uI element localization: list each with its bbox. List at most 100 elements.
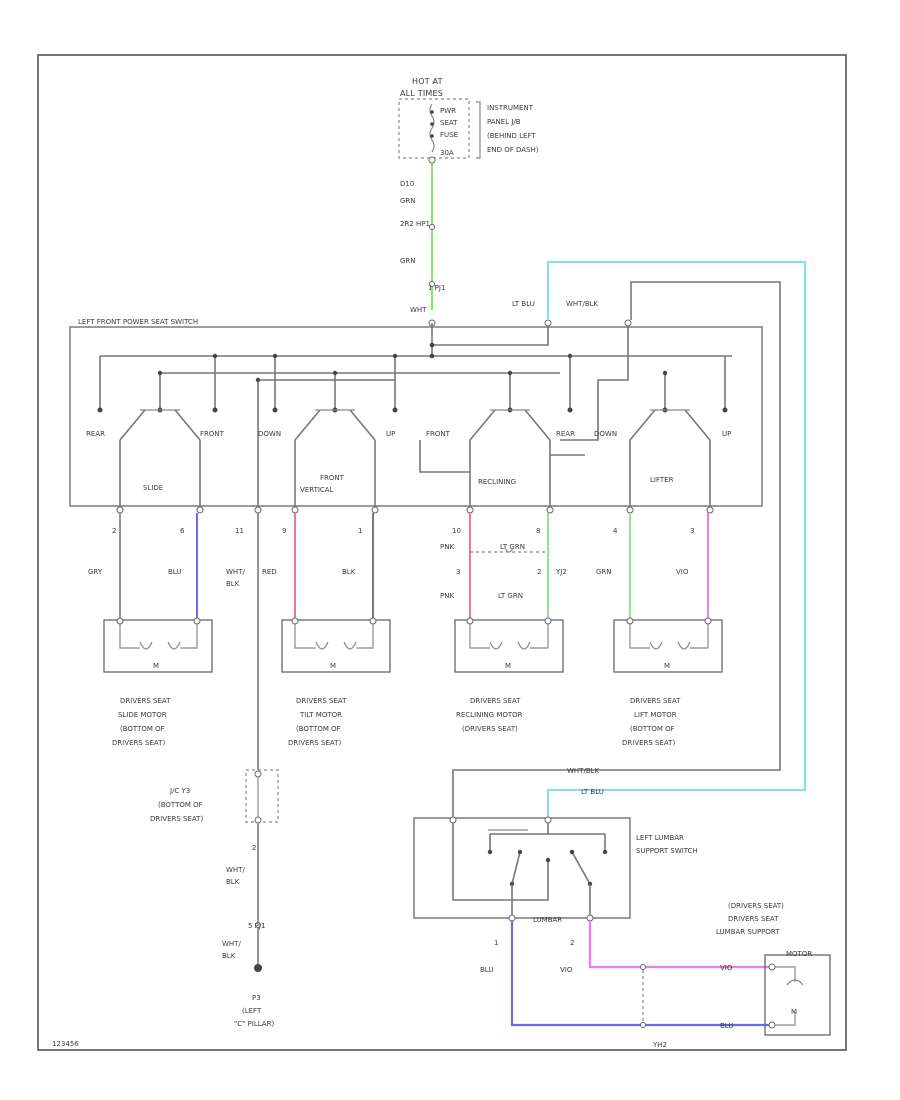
diagram-code: 123456 — [52, 1040, 79, 1048]
recl-motor-line-2: RECLINING MOTOR — [456, 711, 523, 719]
wire-grn-2: GRN — [400, 257, 416, 265]
motor-symbol-lumbar: M — [791, 1008, 797, 1016]
lumbar-motor-line-1: (DRIVERS SEAT) — [728, 902, 784, 910]
pin-d10: D10 — [400, 180, 414, 188]
lifter-name: LIFTER — [650, 476, 674, 484]
wire-ltblu-lumbar — [547, 261, 806, 818]
slide-switch: REAR FRONT SLIDE — [86, 409, 225, 510]
jb-location-3: (BEHIND LEFT — [487, 132, 536, 140]
lumbar-switch-line-1: LEFT LUMBAR — [636, 834, 684, 842]
lift-motor-line-2: LIFT MOTOR — [634, 711, 677, 719]
fuse-line-1: PWR — [440, 107, 456, 115]
connector-pj1: 1 PJ1 — [428, 284, 445, 292]
ground-wire-a-1: WHT/ — [226, 866, 245, 874]
jb-location-1: INSTRUMENT — [487, 104, 534, 112]
lift-pin-a: 4 — [613, 527, 618, 535]
lift-motor-line-1: DRIVERS SEAT — [630, 697, 681, 705]
slide-motor-line-4: DRIVERS SEAT) — [112, 739, 165, 747]
lumbar-vio-right: VIO — [720, 964, 733, 972]
slide-motor-line-3: (BOTTOM OF — [120, 725, 165, 733]
tilt-motor-line-2: TILT MOTOR — [299, 711, 342, 719]
lumbar-switch-housing — [413, 817, 631, 919]
slide-wire-a: GRY — [88, 568, 103, 576]
slide-front-label: FRONT — [200, 430, 225, 438]
jb-location-2: PANEL J/B — [487, 118, 521, 126]
lumbar-whtblk-label: WHT/BLK — [567, 767, 600, 775]
lumbar-conn: YH2 — [652, 1041, 667, 1049]
jc-line-2: (BOTTOM OF — [158, 801, 203, 809]
lifter-switch: DOWN UP LIFTER — [594, 409, 731, 510]
motor-tilt: M DRIVERS SEAT TILT MOTOR (BOTTOM OF DRI… — [281, 617, 391, 747]
lumbar-wire-blu: BLU — [480, 966, 493, 974]
reclining-front-label: FRONT — [426, 430, 451, 438]
fuse-line-4: 30A — [440, 149, 454, 157]
recl-motor-line-3: (DRIVERS SEAT) — [462, 725, 518, 733]
recl-pin-d: 2 — [537, 568, 541, 576]
motor-symbol-reclining: M — [505, 662, 511, 670]
lift-wire-b: VIO — [676, 568, 689, 576]
lifter-down-label: DOWN — [594, 430, 617, 438]
vertical-switch: DOWN UP FRONT VERTICAL — [258, 409, 395, 510]
slide-pin-a: 2 — [112, 527, 116, 535]
slide-rear-label: REAR — [86, 430, 105, 438]
vertical-down-label: DOWN — [258, 430, 281, 438]
recl-wire-c: PNK — [440, 592, 454, 600]
tilt-pin-a: 9 — [282, 527, 286, 535]
hot-at-label: HOT AT — [412, 77, 443, 86]
lumbar-circuit: WHT/BLK LT BLU LEFT LUMBAR SUPPORT SWITC… — [413, 261, 831, 1049]
reclining-rear-label: REAR — [556, 430, 575, 438]
recl-wire-b: LT GRN — [500, 543, 525, 551]
power-source: HOT AT ALL TIMES PWR SEAT FUSE 30A INSTR… — [398, 77, 539, 310]
motor-reclining: M DRIVERS SEAT RECLINING MOTOR (DRIVERS … — [454, 617, 564, 733]
wire-grn-1: GRN — [400, 197, 416, 205]
slide-motor-line-1: DRIVERS SEAT — [120, 697, 171, 705]
recl-pin-a: 10 — [452, 527, 461, 535]
reclining-switch: FRONT REAR RECLINING — [419, 409, 585, 510]
switch-housing — [69, 326, 763, 507]
wire-blu-lumbar — [510, 921, 772, 1027]
diagram-frame — [37, 54, 847, 1051]
fuse-line-3: FUSE — [440, 131, 458, 139]
slide-motor-line-2: SLIDE MOTOR — [118, 711, 167, 719]
vertical-up-label: UP — [386, 430, 395, 438]
tilt-pin-b: 1 — [358, 527, 362, 535]
jb-location-4: END OF DASH) — [487, 146, 539, 154]
ground-point-line-2: (LEFT — [242, 1007, 262, 1015]
jc-line-3: DRIVERS SEAT) — [150, 815, 203, 823]
motor-lift: M DRIVERS SEAT LIFT MOTOR (BOTTOM OF DRI… — [613, 617, 723, 747]
ground-wire-a-2: BLK — [226, 878, 240, 886]
motor-symbol-lift: M — [664, 662, 670, 670]
vertical-name-2: VERTICAL — [300, 486, 334, 494]
lift-pin-b: 3 — [690, 527, 694, 535]
wire-whtblk-label: WHT/BLK — [566, 300, 599, 308]
lumbar-ltblu-label: LT BLU — [581, 788, 604, 796]
motor-harness: 2 GRY 6 BLU 11 WHT/ BLK 9 RED 1 BLK 10 P… — [88, 513, 709, 770]
tilt-motor-line-1: DRIVERS SEAT — [296, 697, 347, 705]
ground-wire-b-1: WHT/ — [222, 940, 241, 948]
lift-wire-a: GRN — [596, 568, 612, 576]
all-times-label: ALL TIMES — [400, 89, 443, 98]
lift-motor-line-4: DRIVERS SEAT) — [622, 739, 675, 747]
slide-name: SLIDE — [143, 484, 163, 492]
wire-wht-label: WHT — [410, 306, 427, 314]
reclining-name: RECLINING — [478, 478, 516, 486]
slide-pin-b: 6 — [180, 527, 185, 535]
lumbar-blu-right: BLU — [720, 1022, 733, 1030]
recl-pin-b: 8 — [536, 527, 540, 535]
lift-motor-line-3: (BOTTOM OF — [630, 725, 675, 733]
tilt-wire-b: BLK — [342, 568, 356, 576]
lumbar-wire-vio: VIO — [560, 966, 573, 974]
wire-ltblu-label: LT BLU — [512, 300, 535, 308]
ground-pin-a: 2 — [252, 844, 256, 852]
lumbar-motor-line-3: LUMBAR SUPPORT — [716, 928, 780, 936]
lifter-up-label: UP — [722, 430, 731, 438]
wire-whtblk-lumbar — [452, 281, 781, 818]
motor-symbol-tilt: M — [330, 662, 336, 670]
recl-pin-c: 3 — [456, 568, 460, 576]
motor-slide: M DRIVERS SEAT SLIDE MOTOR (BOTTOM OF DR… — [103, 617, 213, 747]
lumbar-motor-housing — [764, 954, 831, 1036]
ground-path: J/C Y3 (BOTTOM OF DRIVERS SEAT) 2 WHT/ B… — [150, 769, 279, 1028]
power-seat-switch: WHT LT BLU WHT/BLK LEFT FRONT POWER SEAT… — [69, 300, 763, 514]
tilt-motor-line-4: DRIVERS SEAT) — [288, 739, 341, 747]
